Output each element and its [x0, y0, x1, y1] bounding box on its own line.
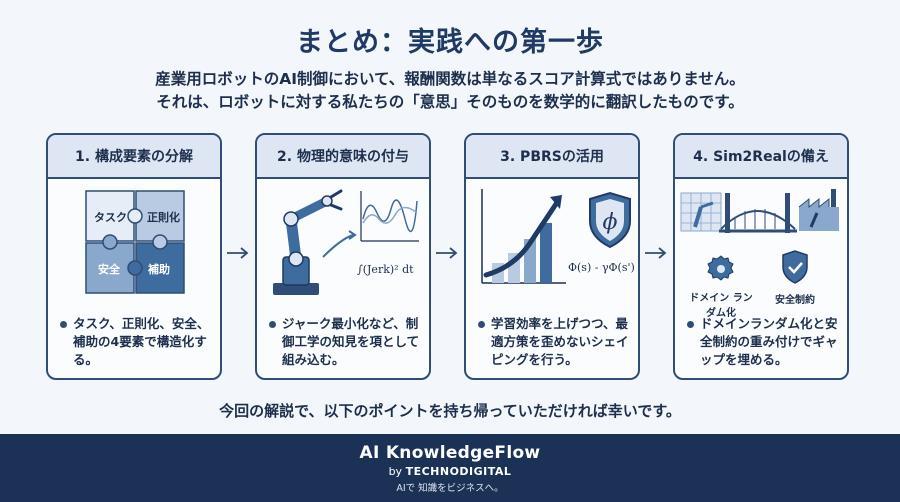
card-pbrs: 3. PBRSの活用 ϕ Φ(s) - γΦ(s') 学習効率を上げつつ、最適方…	[464, 133, 640, 380]
puzzle-illustration: タスク 正則化 安全 補助	[48, 179, 220, 317]
robot-arm-icon	[273, 189, 419, 295]
intro-line-2: それは、ロボットに対する私たちの「意思」そのものを数学的に翻訳したものです。	[156, 93, 744, 111]
card-description: 学習効率を上げつつ、最適方策を歪めないシェイピングを行う。	[478, 315, 632, 369]
puzzle-icon	[85, 190, 185, 294]
pbrs-formula: Φ(s) - γΦ(s')	[568, 261, 635, 274]
card-description: ジャーク最小化など、制御工学の知見を項として組み込む。	[269, 315, 423, 369]
robot-illustration: ∫(Jerk)² dt	[257, 179, 429, 317]
arrow-right-icon	[227, 247, 249, 259]
puzzle-label-auxiliary: 補助	[148, 263, 170, 276]
tagline: AIで 知識をビジネスへ。	[396, 483, 504, 494]
growth-chart-icon: ϕ	[481, 189, 631, 284]
label-domain-randomization: ドメイン ランダム化	[689, 293, 753, 319]
card-heading: 4. Sim2Realの備え	[675, 135, 847, 179]
card-sim2real: 4. Sim2Realの備え ドメイン ランダム化 安全制約 ドメインランダム化…	[673, 133, 849, 380]
card-description: ドメインランダム化と安全制約の重み付けでギャップを埋める。	[687, 315, 841, 369]
intro-line-1: 産業用ロボットのAI制御において、報酬関数は単なるスコア計算式ではありません。	[155, 70, 745, 88]
closing-text: 今回の解説で、以下のポイントを持ち帰っていただければ幸いです。	[219, 402, 681, 420]
card-heading: 2. 物理的意味の付与	[257, 135, 429, 179]
svg-text:ϕ: ϕ	[603, 210, 618, 235]
company-name: TECHNODIGITAL	[405, 465, 512, 478]
card-physical-meaning: 2. 物理的意味の付与 ∫(Jerk)² dt ジャーク最小化など、制御工学の知…	[255, 133, 431, 380]
card-decomposition: 1. 構成要素の分解 タスク 正則化 安全 補助 タスク、正則化、安全、補助の4…	[46, 133, 222, 380]
card-heading: 1. 構成要素の分解	[48, 135, 220, 179]
bullet-icon	[687, 321, 694, 328]
card-description: タスク、正則化、安全、補助の4要素で構造化する。	[60, 315, 214, 369]
puzzle-label-task: タスク	[94, 211, 127, 224]
card-heading: 3. PBRSの活用	[466, 135, 638, 179]
brand-name: AI KnowledgeFlow	[359, 443, 541, 463]
page-title: まとめ：実践への第一歩	[296, 27, 604, 58]
jerk-formula: ∫(Jerk)² dt	[357, 263, 414, 276]
intro-text: 産業用ロボットのAI制御において、報酬関数は単なるスコア計算式ではありません。 …	[0, 68, 900, 114]
bullet-icon	[269, 321, 276, 328]
label-safety-constraint: 安全制約	[775, 295, 815, 306]
arrow-right-icon	[436, 247, 458, 259]
bridge-illustration: ドメイン ランダム化 安全制約	[675, 179, 847, 319]
brand-by: by TECHNODIGITAL	[388, 465, 512, 478]
arrow-right-icon	[645, 247, 667, 259]
footer: AI KnowledgeFlow by TECHNODIGITAL AIで 知識…	[0, 434, 900, 502]
growth-illustration: ϕ Φ(s) - γΦ(s')	[466, 179, 638, 317]
puzzle-label-regularization: 正則化	[147, 211, 180, 224]
puzzle-label-safety: 安全	[98, 263, 120, 276]
bridge-icon	[680, 189, 839, 284]
bullet-icon	[60, 321, 67, 328]
bullet-icon	[478, 321, 485, 328]
